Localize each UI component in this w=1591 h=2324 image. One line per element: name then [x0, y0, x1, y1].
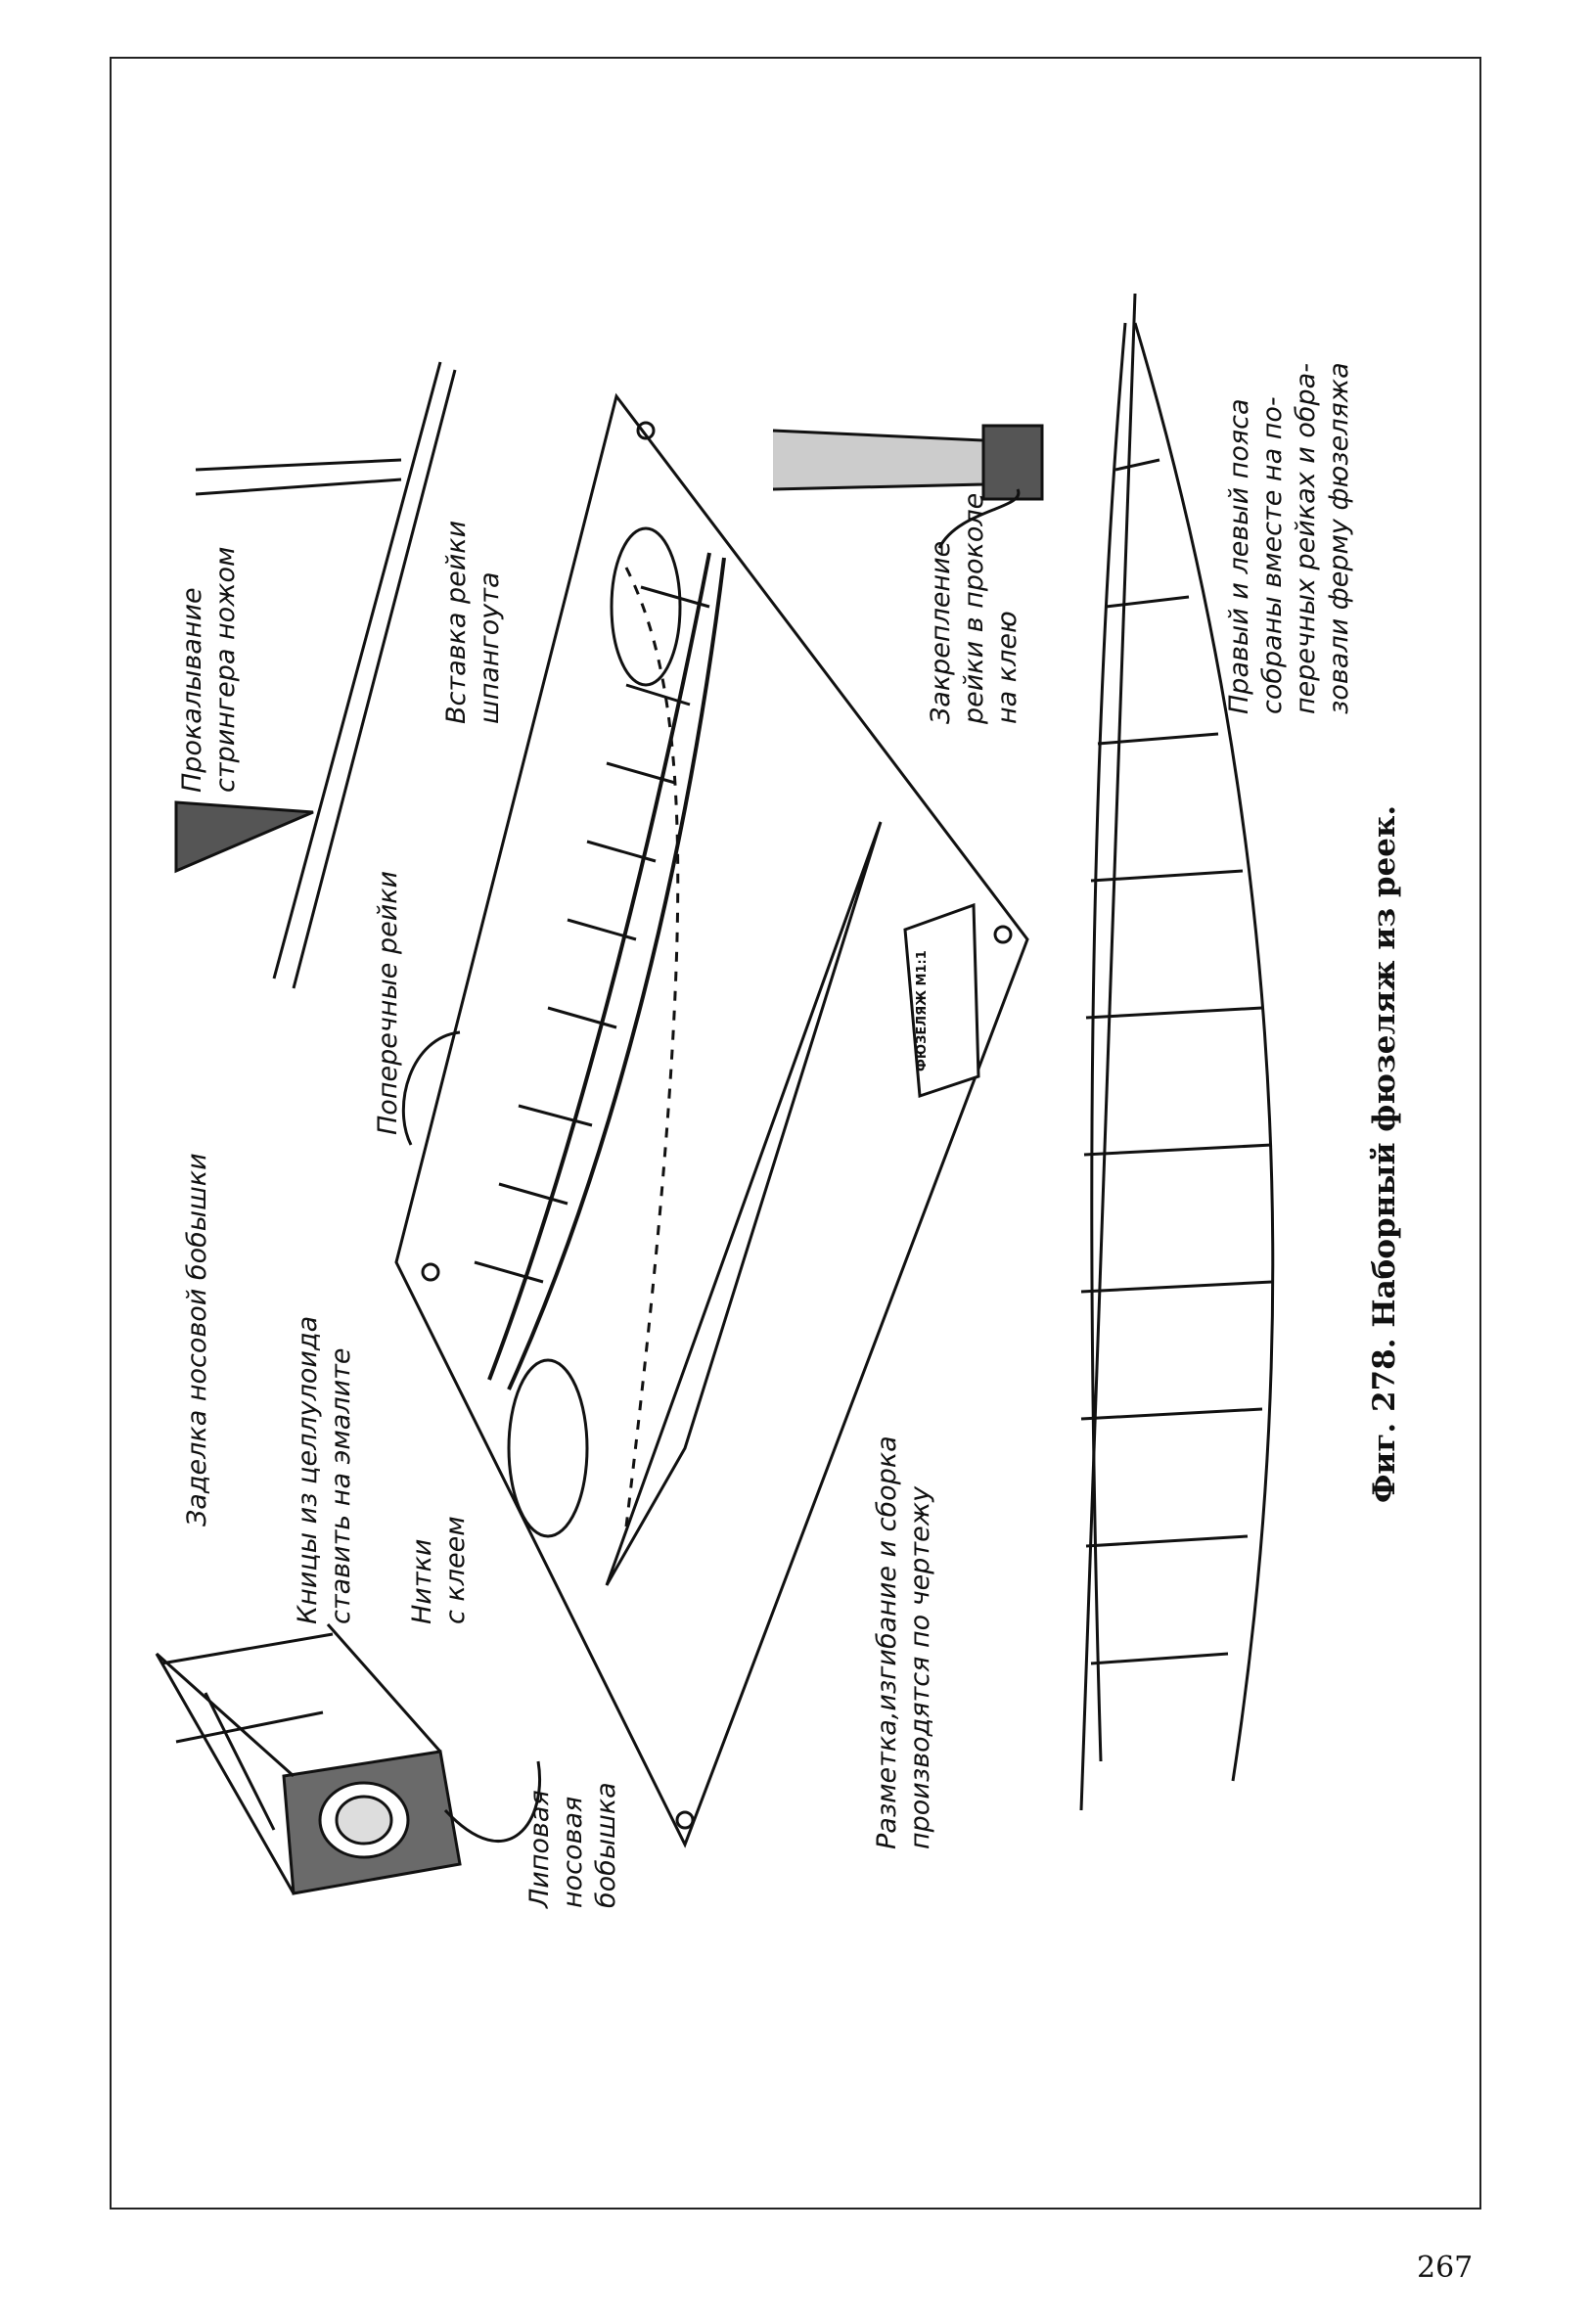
fuselage-truss-drawing: [1079, 293, 1275, 1811]
figure-caption: Фиг. 278. Наборный фюзеляж из реек.: [1367, 804, 1402, 1503]
glue-joint-detail: [772, 424, 1044, 501]
stringer-detail: [174, 361, 457, 989]
side-frame-on-board: [474, 552, 726, 1390]
label-cross-strips: Поперечные рейки: [373, 870, 403, 1135]
nose-block-drawing: [155, 1623, 462, 1895]
page-number: 267: [1417, 2251, 1474, 2285]
drawing-board: [394, 392, 1029, 1848]
label-nose-block-insert: Заделка носовой бобышки: [182, 1153, 212, 1527]
plan-stamp-text: ФЮЗЕЛЯЖ М1:1: [915, 950, 930, 1071]
figure-frame: [110, 57, 1481, 2210]
